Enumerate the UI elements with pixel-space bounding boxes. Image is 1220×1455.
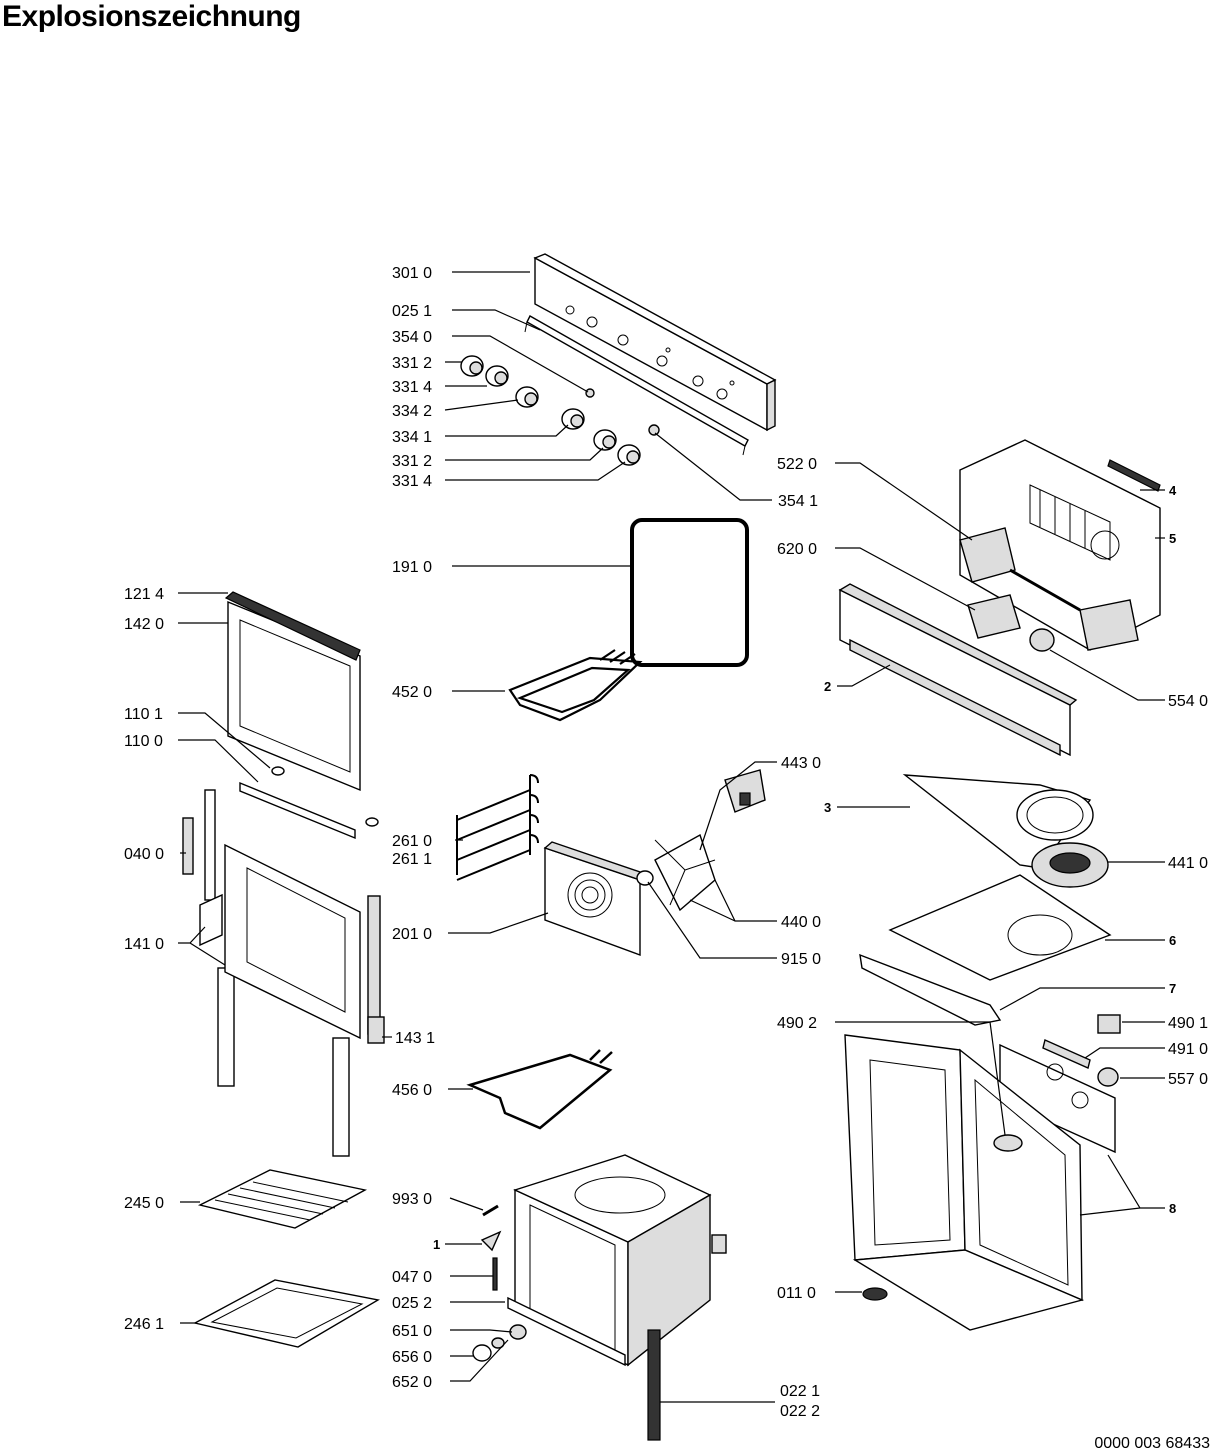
label-025-2: 025 2 [392, 1295, 432, 1312]
label-022-2: 022 2 [780, 1403, 820, 1420]
label-490-2: 490 2 [777, 1015, 817, 1032]
part-lower-heater [466, 1049, 613, 1130]
label-441-0: 441 0 [1168, 855, 1208, 872]
label-8: 8 [1169, 1201, 1176, 1216]
part-outer-casing [844, 1034, 1085, 1331]
label-331-2-top: 331 2 [392, 355, 432, 372]
label-047-0: 047 0 [392, 1269, 432, 1286]
part-control-panel [533, 253, 777, 432]
part-control-frame [838, 583, 1078, 757]
label-456-0: 456 0 [392, 1082, 432, 1099]
page-title: Explosionszeichnung [2, 0, 301, 33]
label-246-1: 246 1 [124, 1316, 164, 1333]
label-354-0: 354 0 [392, 329, 432, 346]
label-651-0: 651 0 [392, 1323, 432, 1340]
label-141-0: 141 0 [124, 936, 164, 953]
label-110-0: 110 0 [124, 733, 163, 750]
part-inner-door [224, 843, 385, 1044]
label-491-0: 491 0 [1168, 1041, 1208, 1058]
part-wire-rack [197, 1169, 368, 1229]
part-knobs [460, 355, 660, 466]
label-331-2-bottom: 331 2 [392, 453, 432, 470]
label-245-0: 245 0 [124, 1195, 164, 1212]
label-443-0: 443 0 [781, 755, 821, 772]
label-993-0: 993 0 [392, 1191, 432, 1208]
label-334-2: 334 2 [392, 403, 432, 420]
label-334-1: 334 1 [392, 429, 432, 446]
label-1: 1 [433, 1237, 440, 1252]
part-panel-bracket [524, 315, 749, 456]
document-number: 0000 003 68433 [1094, 1435, 1210, 1452]
part-oven-cavity [507, 1154, 727, 1441]
label-143-1: 143 1 [395, 1030, 435, 1047]
label-142-0: 142 0 [124, 616, 164, 633]
part-cover-plate [902, 774, 1109, 888]
part-fan-cover [543, 841, 648, 957]
label-022-1: 022 1 [780, 1383, 820, 1400]
label-620-0: 620 0 [777, 541, 817, 558]
label-6: 6 [1169, 933, 1176, 948]
label-557-0: 557 0 [1168, 1071, 1208, 1088]
part-baking-tray [193, 1279, 380, 1348]
label-522-0: 522 0 [777, 456, 817, 473]
label-452-0: 452 0 [392, 684, 432, 701]
label-040-0: 040 0 [124, 846, 164, 863]
part-outer-door [224, 591, 361, 792]
label-652-0: 652 0 [392, 1374, 432, 1391]
label-3: 3 [824, 800, 831, 815]
label-354-1: 354 1 [778, 493, 818, 510]
part-small-fixings [472, 1204, 527, 1362]
part-control-modules [959, 527, 1139, 652]
part-fan-motor [636, 769, 766, 912]
label-656-0: 656 0 [392, 1349, 432, 1366]
label-331-4-top: 331 4 [392, 379, 432, 396]
label-7: 7 [1169, 981, 1176, 996]
label-191-0: 191 0 [392, 559, 432, 576]
label-2: 2 [824, 679, 831, 694]
label-025-1: 025 1 [392, 303, 432, 320]
label-490-1: 490 1 [1168, 1015, 1208, 1032]
label-440-0: 440 0 [781, 914, 821, 931]
label-110-1: 110 1 [124, 706, 163, 723]
leader-lines [178, 271, 1165, 1403]
label-261-0: 261 0 [392, 833, 432, 850]
label-301-0: 301 0 [392, 265, 432, 282]
label-011-0: 011 0 [777, 1285, 816, 1302]
part-top-plates [859, 874, 1112, 1026]
label-331-4-bottom: 331 4 [392, 473, 432, 490]
label-261-1: 261 1 [392, 851, 432, 868]
part-door-seal [630, 518, 749, 667]
part-grill-heater [508, 649, 643, 722]
part-shelf-supports [456, 774, 539, 881]
label-554-0: 554 0 [1168, 693, 1208, 710]
part-labels: 301 0 025 1 354 0 331 2 331 4 334 2 334 … [124, 265, 1208, 1420]
label-121-4: 121 4 [124, 586, 164, 603]
label-4: 4 [1169, 483, 1177, 498]
part-rear-panel [999, 1014, 1121, 1154]
part-door-handle-bar [239, 766, 379, 840]
part-door-side-rails [182, 789, 350, 1157]
label-201-0: 201 0 [392, 926, 432, 943]
label-5: 5 [1169, 531, 1176, 546]
label-915-0: 915 0 [781, 951, 821, 968]
